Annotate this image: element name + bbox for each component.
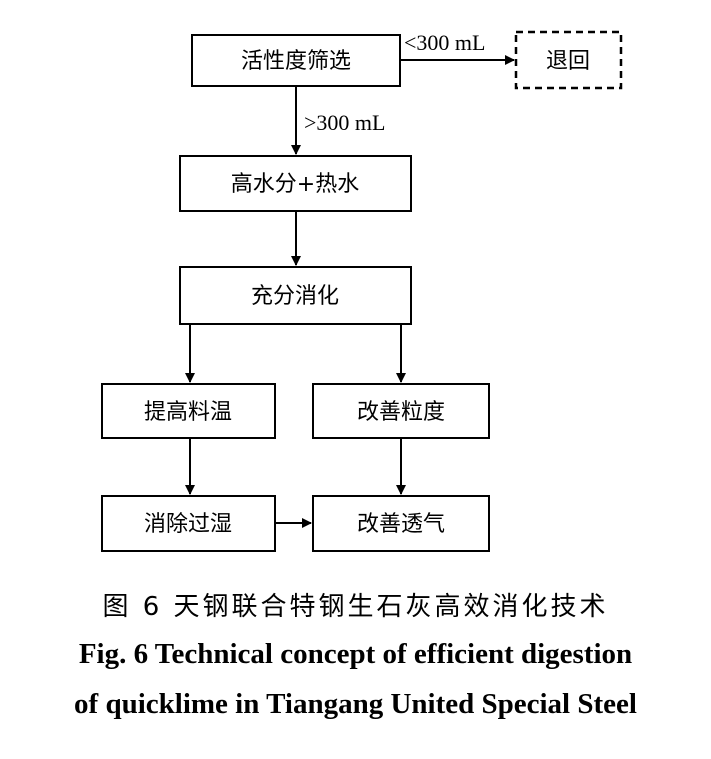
caption-chinese: 图 6 天钢联合特钢生石灰高效消化技术 <box>102 592 609 622</box>
digestion-label: 充分消化 <box>251 284 339 309</box>
raise-temp-label: 提高料温 <box>144 400 232 425</box>
permeability-box <box>312 495 490 552</box>
reject-condition-label: <300 mL <box>404 30 485 55</box>
reject-label: 退回 <box>546 49 590 74</box>
reject-box <box>514 30 623 90</box>
water-label: 高水分+热水 <box>231 172 359 197</box>
dehumidify-label: 消除过湿 <box>144 512 232 537</box>
raise-temp-box <box>101 383 276 439</box>
caption-english-line2: of quicklime in Tiangang United Special … <box>74 688 637 720</box>
granularity-label: 改善粒度 <box>357 400 445 425</box>
digestion-box <box>179 266 412 325</box>
permeability-label: 改善透气 <box>357 512 445 537</box>
caption-english-line1: Fig. 6 Technical concept of efficient di… <box>78 638 633 670</box>
pass-condition-label: >300 mL <box>304 110 385 135</box>
screening-label: 活性度筛选 <box>241 49 351 74</box>
flowchart: 活性度筛选 退回 高水分+热水 充分消化 提高料温 改善粒度 消除过湿 改善透气 <box>101 30 623 552</box>
